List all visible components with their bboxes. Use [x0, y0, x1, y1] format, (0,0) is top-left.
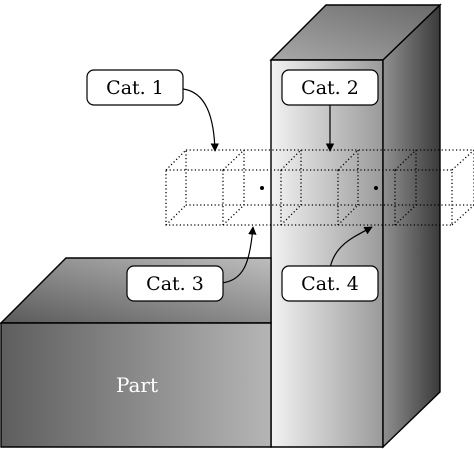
callout-cat4: Cat. 4 — [281, 265, 379, 302]
cat1-box — [86, 69, 184, 106]
cat4-label: Cat. 4 — [301, 273, 359, 295]
cat3-label: Cat. 3 — [146, 273, 204, 295]
voxel-front-outline — [165, 169, 453, 226]
cat2-box — [281, 69, 379, 106]
voxel-back-outline — [185, 149, 474, 206]
voxel-row — [165, 149, 474, 226]
cat2-label: Cat. 2 — [301, 77, 359, 99]
callout-arrows — [182, 88, 373, 284]
cat4-arrow — [329, 226, 373, 269]
tower-side-face — [382, 3, 441, 449]
part-label: Part — [116, 373, 158, 397]
callout-cat3: Cat. 3 — [126, 265, 224, 302]
cat4-box — [281, 265, 379, 302]
tower-block — [269, 3, 442, 449]
cat3-arrow — [220, 226, 257, 284]
voxel-center-dot — [260, 186, 264, 190]
voxel-center-dot — [374, 186, 378, 190]
cat3-box — [126, 265, 224, 302]
part-front-face — [0, 322, 272, 448]
callout-cat2: Cat. 2 — [281, 69, 379, 106]
tower-front-face — [270, 59, 384, 448]
cat1-label: Cat. 1 — [106, 77, 164, 99]
cat1-arrow — [182, 88, 219, 152]
callout-cat1: Cat. 1 — [86, 69, 184, 106]
